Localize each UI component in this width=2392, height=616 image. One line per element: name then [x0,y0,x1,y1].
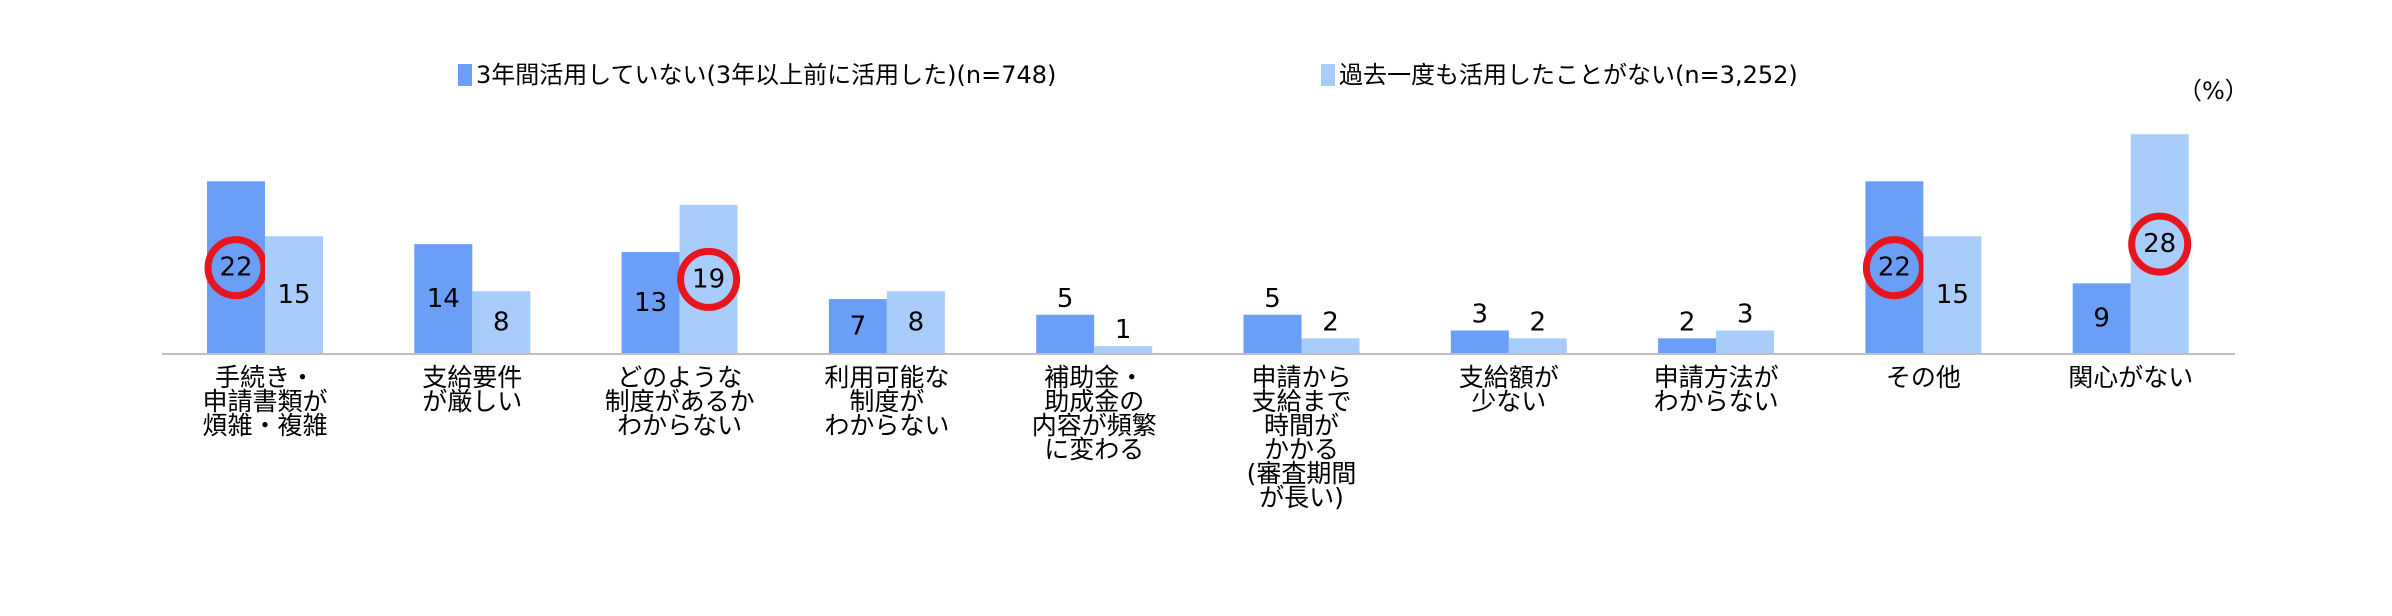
category-label-c6-line5: (審査期間 [1247,459,1357,488]
data-label-s2-c3: 19 [692,264,725,294]
data-label-s2-c7: 2 [1530,307,1547,337]
bar-s1-c7 [1450,330,1509,354]
bar-s1-c9 [1865,181,1924,354]
data-label-s1-c10: 9 [2093,304,2110,334]
unit-label: （%） [2178,77,2249,105]
category-label-c6-line1: 申請から [1251,363,1351,392]
bar-s2-c10 [2130,134,2189,354]
bar-s2-c7 [1508,338,1567,354]
bar-s2-c3 [679,204,738,354]
data-label-s1-c4: 7 [850,312,867,342]
category-label-c4-line2: 制度が [849,387,924,416]
bar-s2-c2 [472,291,531,354]
data-label-s2-c8: 3 [1737,299,1754,329]
data-label-s1-c8: 2 [1679,307,1696,337]
bar-s2-c4 [886,291,945,354]
data-label-s1-c2: 14 [427,284,460,314]
category-label-c10-line1: 関心がない [2068,363,2193,392]
bar-s2-c1 [265,236,323,354]
data-label-s2-c2: 8 [493,308,510,338]
category-label-c2-line2: が厳しい [422,387,522,416]
data-label-s1-c3: 13 [634,288,667,318]
category-label-c6-line3: 時間が [1264,411,1339,440]
category-label-c6-line6: が長い) [1259,483,1344,512]
data-label-s2-c1: 15 [277,280,310,310]
category-label-c8-line2: わからない [1654,387,1779,416]
bar-s1-c4 [828,299,887,354]
category-label-c1-line2: 申請書類が [202,387,327,416]
category-label-c1-line1: 手続き・ [215,363,315,392]
data-label-s2-c10: 28 [2143,229,2176,259]
highlight-circle-s2-c10 [2128,212,2192,276]
bar-s2-c9 [1923,236,1982,354]
plot-area: 2215手続き・申請書類が煩雑・複雑148支給要件が厳しい1319どのような制度… [202,134,2193,512]
category-label-c3-line2: 制度があるか [605,387,755,416]
category-label-c3-line1: どのような [617,363,742,392]
data-label-s2-c9: 15 [1936,280,1969,310]
bar-s2-c8 [1716,330,1775,354]
bar-s1-c10 [2072,283,2131,354]
bar-s1-c5 [1036,314,1095,354]
data-label-s2-c6: 2 [1322,307,1339,337]
bar-s1-c6 [1243,314,1302,354]
legend-label-series-1: 3年間活用していない(3年以上前に活用した)(n=748) [476,61,1056,89]
category-label-c2-line1: 支給要件 [422,363,522,392]
data-label-s2-c5: 1 [1115,315,1132,345]
highlight-circle-s1-c9 [1862,236,1926,300]
data-label-s2-c4: 8 [908,308,925,338]
category-label-c5-line2: 助成金の [1044,387,1144,416]
bar-s1-c3 [621,251,680,354]
category-label-c6-line2: 支給まで [1251,387,1351,416]
category-label-c1-line3: 煩雑・複雑 [202,411,327,440]
category-label-c5-line1: 補助金・ [1044,363,1144,392]
legend: 3年間活用していない(3年以上前に活用した)(n=748) 過去一度も活用したこ… [458,61,1798,89]
legend-swatch-series-2 [1321,64,1335,86]
bar-s1-c1 [207,181,265,354]
category-label-c3-line3: わからない [617,411,742,440]
data-label-s1-c6: 5 [1264,284,1281,314]
legend-label-series-2: 過去一度も活用したことがない(n=3,252) [1339,61,1798,89]
data-label-s1-c7: 3 [1472,299,1489,329]
category-label-c9-line1: その他 [1886,363,1961,392]
highlight-circle-s1-c1 [204,236,268,300]
legend-swatch-series-1 [458,64,472,86]
bar-s1-c2 [414,244,473,354]
category-label-c5-line4: に変わる [1044,435,1144,464]
category-label-c7-line2: 少ない [1471,387,1546,416]
data-label-s1-c1: 22 [219,253,252,283]
category-label-c5-line3: 内容が頻繁 [1032,411,1157,440]
category-label-c8-line1: 申請方法が [1654,363,1779,392]
bar-s2-c6 [1301,338,1360,354]
category-label-c4-line1: 利用可能な [824,363,949,392]
data-label-s1-c5: 5 [1057,284,1074,314]
bar-s1-c8 [1658,338,1717,354]
highlight-circle-s2-c3 [677,247,741,311]
bar-s2-c5 [1094,346,1153,354]
data-label-s1-c9: 22 [1878,253,1911,283]
category-label-c7-line1: 支給額が [1459,363,1559,392]
category-label-c4-line3: わからない [824,411,949,440]
category-label-c6-line4: かかる [1264,435,1339,464]
